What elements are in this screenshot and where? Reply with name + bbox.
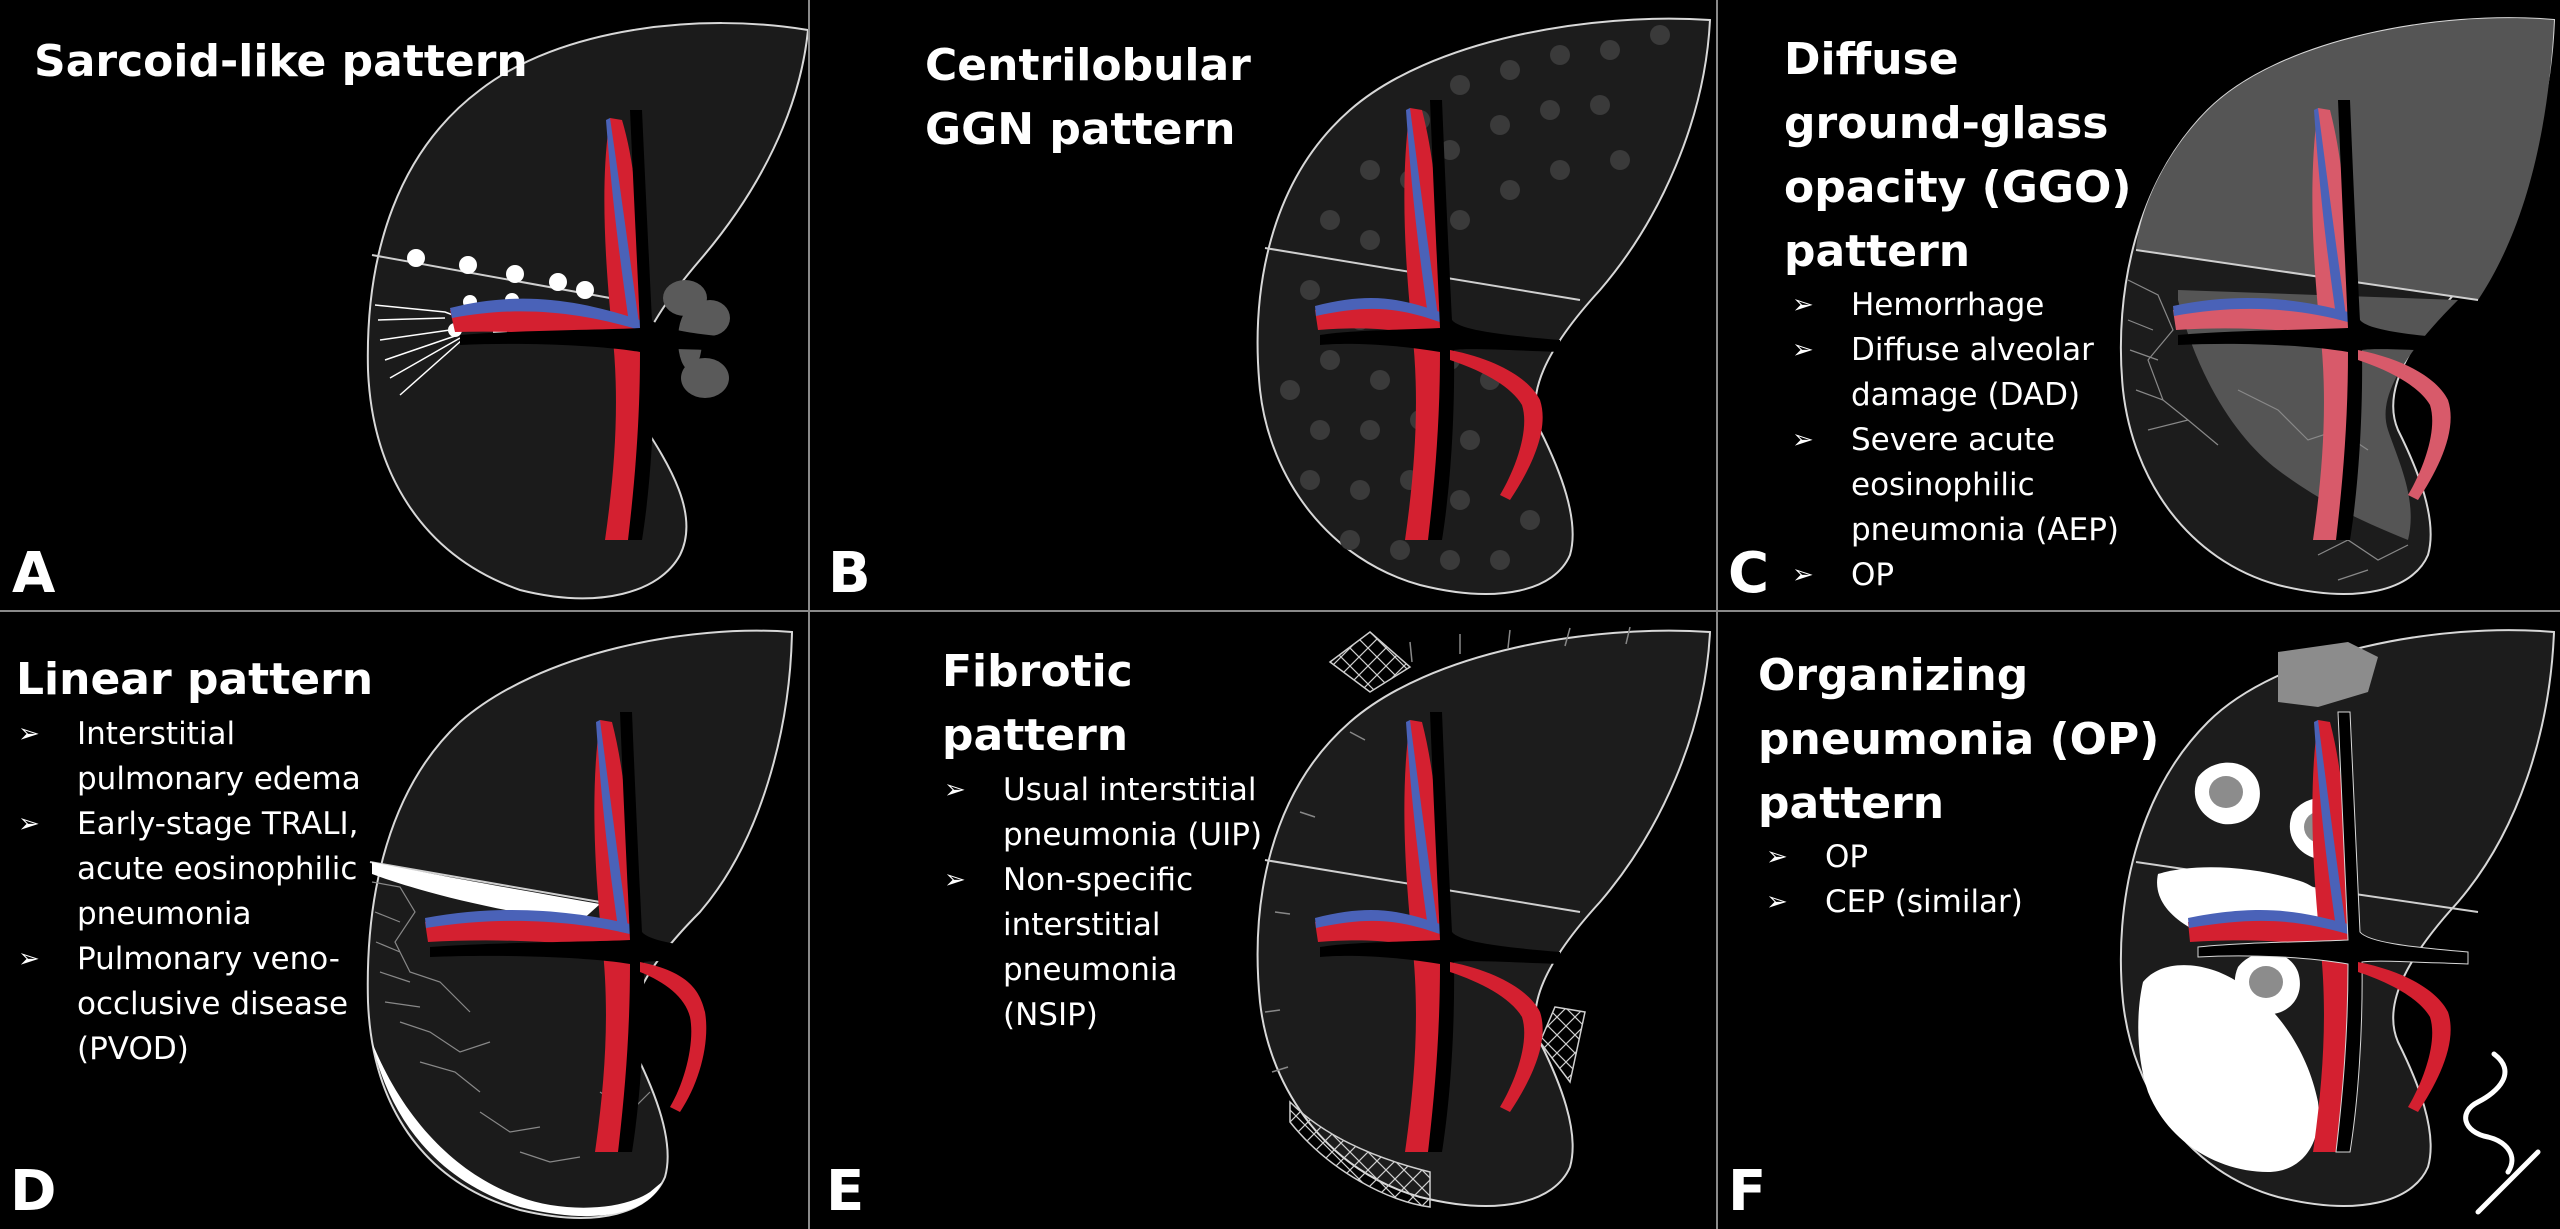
panel-e: Fibrotic pattern Usual interstitialpneum… (810, 612, 1716, 1229)
panel-letter: F (1728, 1159, 1767, 1224)
interlobular-lines (374, 304, 481, 396)
panel-title: Organizing pneumonia (OP) pattern (1758, 650, 2160, 829)
fissure-line (2135, 249, 2479, 301)
list-item: Early-stage TRALI,acute eosinophilicpneu… (10, 802, 361, 937)
subpleural-reticulation (1264, 626, 1631, 1073)
list-item: Pulmonary veno-occlusive disease(PVOD) (10, 937, 361, 1072)
lung-outline (1256, 629, 1712, 1207)
septal-lines (371, 881, 651, 1163)
artist-signature (2463, 1051, 2541, 1215)
bronchovascular-bundle (450, 110, 760, 540)
lung-diagram-sarcoid (366, 22, 808, 600)
panel-b: Centrilobular GGN pattern B (810, 0, 1716, 610)
fissure-line (369, 861, 601, 903)
panel-a: Sarcoid-like pattern A (0, 0, 808, 610)
lung-diagram-fibrotic (1256, 626, 1712, 1208)
panel-letter: B (828, 541, 871, 606)
vertical-divider-left (808, 0, 810, 1229)
panel-letter: E (826, 1159, 865, 1224)
panel-list: OP CEP (similar) (1758, 835, 2023, 925)
panel-letter: A (12, 541, 56, 606)
honeycombing-lateral (1539, 1006, 1586, 1084)
thickened-fissure (372, 862, 600, 922)
panel-title: Fibrotic pattern (942, 646, 1133, 761)
panel-letter: C (1728, 541, 1770, 606)
panel-title: Diffuse ground-glass opacity (GGO) patte… (1784, 34, 2132, 277)
lung-diagram-organizing-pneumonia (2119, 629, 2556, 1215)
horizontal-divider (0, 610, 2560, 612)
bronchovascular-bundle (1315, 712, 1560, 1152)
panel-letter: D (10, 1159, 57, 1224)
lung-diagram-diffuse-ggo (2119, 17, 2556, 595)
bronchovascular-bundle (425, 712, 740, 1152)
lung-diagram-centrilobular (1256, 17, 1712, 595)
panel-title: Centrilobular GGN pattern (925, 40, 1251, 155)
bronchovascular-bundle (2188, 711, 2469, 1153)
panel-title: Sarcoid-like pattern (34, 36, 528, 87)
list-item: OP (1784, 553, 2119, 598)
vertical-divider-right (1716, 0, 1718, 1229)
bronchovascular-bundle (1315, 100, 1560, 540)
list-item: OP (1758, 835, 2023, 880)
ggo-patch (2278, 642, 2378, 707)
honeycombing-upper (1328, 631, 1412, 693)
consolidation-lower (2138, 965, 2319, 1172)
panel-c: Diffuse ground-glass opacity (GGO) patte… (1718, 0, 2560, 610)
panel-title: Linear pattern (16, 654, 374, 705)
panel-f: Organizing pneumonia (OP) pattern OP CEP… (1718, 612, 2560, 1229)
bronchovascular-bundle (2173, 100, 2468, 540)
lung-diagram-linear (366, 629, 794, 1219)
honeycombing-lower (1289, 1100, 1431, 1208)
list-item: Hemorrhage (1784, 283, 2119, 328)
list-item: CEP (similar) (1758, 880, 2023, 925)
ggo-lower (2178, 290, 2458, 540)
